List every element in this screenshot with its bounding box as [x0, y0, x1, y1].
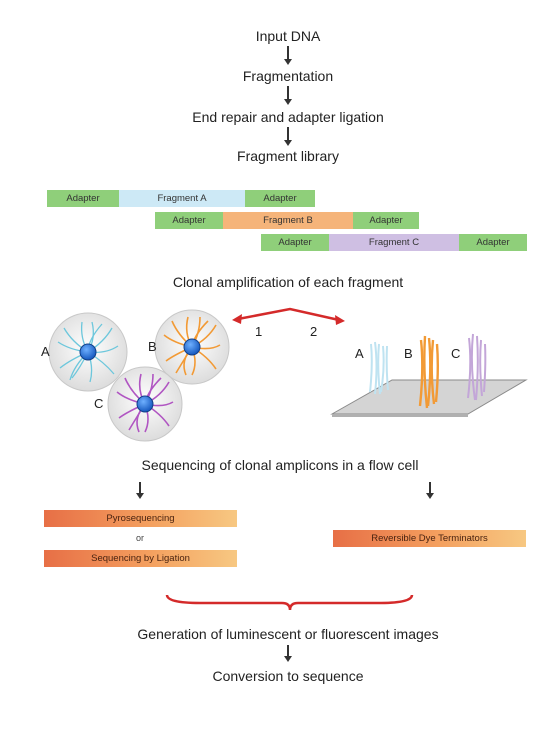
- imaging-step: Generation of luminescent or fluorescent…: [137, 626, 439, 642]
- adapter-segment: Adapter: [261, 234, 329, 251]
- fragment-c-segment: Fragment C: [329, 234, 459, 251]
- ligation-bar: Sequencing by Ligation: [44, 550, 237, 567]
- adapter-segment: Adapter: [245, 190, 315, 207]
- bead-b: [154, 309, 230, 385]
- sequencing-title: Sequencing of clonal amplicons in a flow…: [141, 457, 419, 473]
- red-bracket-icon: [165, 594, 414, 611]
- path-2-label: 2: [310, 324, 318, 339]
- down-arrow-icon: [284, 46, 292, 65]
- bead-b-label: B: [148, 339, 157, 354]
- arrowhead-right-icon: [335, 315, 345, 325]
- down-arrow-icon: [284, 127, 292, 146]
- adapter-segment: Adapter: [353, 212, 419, 229]
- cluster-a-label: A: [355, 346, 364, 361]
- conversion-step: Conversion to sequence: [212, 668, 364, 684]
- or-label: or: [135, 533, 145, 543]
- bead-c-label: C: [94, 396, 104, 411]
- pyrosequencing-bar: Pyrosequencing: [44, 510, 237, 527]
- fragment-b-segment: Fragment B: [223, 212, 353, 229]
- down-arrow-icon: [426, 482, 434, 499]
- fragment-a-segment: Fragment A: [119, 190, 245, 207]
- cluster-c: [467, 333, 487, 401]
- bead-c: [107, 366, 183, 442]
- reversible-dye-bar: Reversible Dye Terminators: [333, 530, 526, 547]
- down-arrow-icon: [136, 482, 144, 499]
- step-input-dna: Input DNA: [255, 28, 321, 44]
- down-arrow-icon: [284, 86, 292, 105]
- amplification-title: Clonal amplification of each fragment: [172, 274, 404, 290]
- path-1-label: 1: [255, 324, 263, 339]
- step-end-repair: End repair and adapter ligation: [192, 109, 384, 125]
- bead-a-label: A: [41, 344, 50, 359]
- red-branch-arrow-icon: [237, 307, 340, 322]
- down-arrow-icon: [284, 645, 292, 662]
- cluster-c-label: C: [451, 346, 461, 361]
- arrowhead-left-icon: [232, 314, 242, 324]
- adapter-segment: Adapter: [459, 234, 527, 251]
- cluster-b: [418, 335, 439, 409]
- bead-a: [48, 312, 128, 392]
- cluster-a: [369, 341, 389, 395]
- step-fragment-library: Fragment library: [237, 148, 339, 164]
- adapter-segment: Adapter: [155, 212, 223, 229]
- cluster-b-label: B: [404, 346, 413, 361]
- adapter-segment: Adapter: [47, 190, 119, 207]
- step-fragmentation: Fragmentation: [242, 68, 334, 84]
